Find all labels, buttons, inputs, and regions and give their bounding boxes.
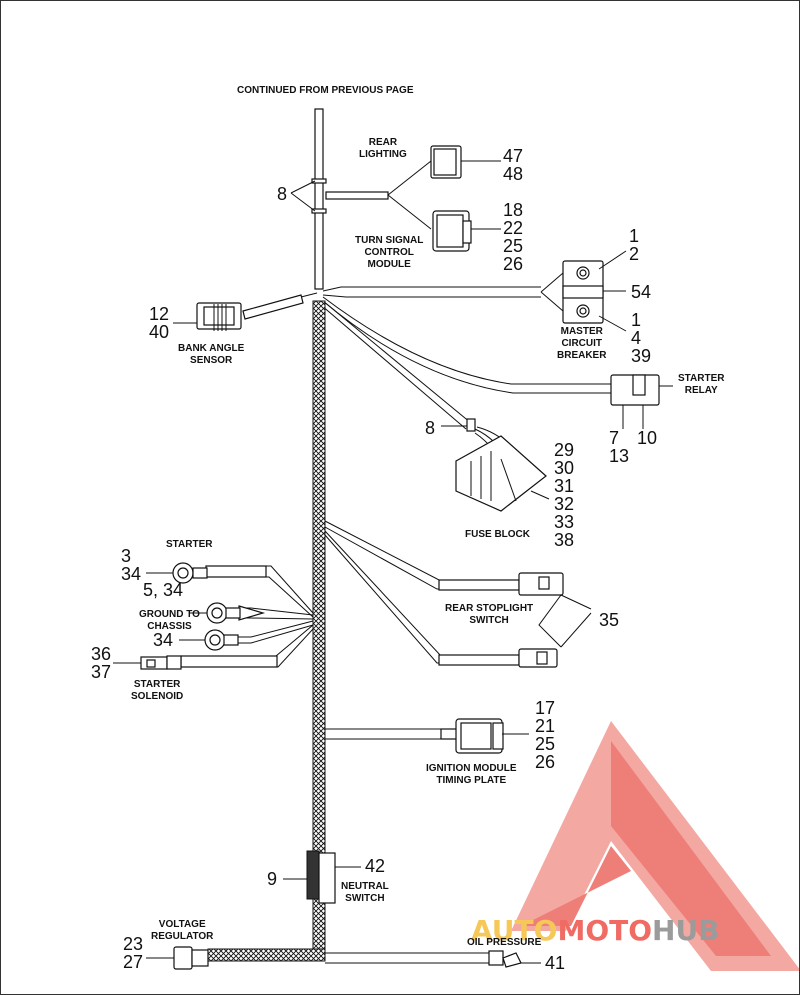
callout-fuse-clip: 8 — [425, 418, 436, 438]
starter-relay-label: STARTER RELAY — [678, 373, 725, 396]
rear-lighting-connector — [430, 145, 501, 179]
rear-stoplight-switch — [518, 572, 564, 668]
callout-ground-1: 5, 34 — [143, 580, 184, 600]
ignition-module-label: IGNITION MODULE TIMING PLATE — [426, 763, 517, 786]
rear-stoplight-switch-label: REAR STOPLIGHT SWITCH — [445, 603, 534, 626]
callout-conduit-top: 8 — [277, 184, 288, 204]
callout-ground-2: 34 — [153, 630, 174, 650]
callout-relay-right: 10 — [637, 428, 658, 448]
callout-stoplight: 35 — [599, 610, 620, 630]
master-circuit-breaker-label: MASTER CIRCUIT BREAKER — [557, 326, 607, 361]
callout-neutral-right: 42 — [365, 856, 386, 876]
bottom-braided-trunk — [207, 948, 326, 962]
callout-breaker-side: 54 — [631, 282, 652, 302]
callout-solenoid: 36 37 — [91, 644, 112, 682]
callout-turn-signal: 18 22 25 26 — [503, 200, 524, 274]
continued-label: CONTINUED FROM PREVIOUS PAGE — [237, 85, 414, 96]
callout-oil-pressure: 41 — [545, 953, 566, 973]
callout-ignition: 17 21 25 26 — [535, 698, 556, 772]
starter-solenoid-label: STARTER SOLENOID — [131, 679, 184, 702]
rear-lighting-label: REAR LIGHTING — [359, 137, 407, 160]
ground-to-chassis-label: GROUND TO CHASSIS — [139, 609, 200, 632]
ground-terminal-1 — [206, 602, 241, 624]
starter-terminal — [172, 562, 208, 584]
ignition-module-connector — [455, 718, 529, 754]
callout-fuse-block: 29 30 31 32 33 38 — [554, 440, 575, 550]
callout-regulator: 23 27 — [123, 934, 144, 972]
turn-signal-label: TURN SIGNAL CONTROL MODULE — [355, 235, 424, 270]
upper-trunk — [311, 108, 327, 290]
neutral-switch — [306, 850, 336, 904]
starter-relay — [610, 374, 673, 429]
callout-rear-lighting: 47 48 — [503, 146, 524, 184]
bank-angle-sensor-label: BANK ANGLE SENSOR — [178, 343, 245, 366]
voltage-regulator-label: VOLTAGE REGULATOR — [151, 919, 214, 942]
fuse-block — [455, 435, 547, 512]
callout-breaker-bottom: 1 4 39 — [631, 310, 652, 366]
turn-signal-connector — [432, 210, 501, 252]
neutral-switch-label: NEUTRAL SWITCH — [341, 881, 389, 904]
callout-neutral-left: 9 — [267, 869, 278, 889]
oil-pressure-label: OIL PRESSURE — [467, 937, 542, 948]
callout-bank-angle: 12 40 — [149, 304, 170, 342]
master-circuit-breaker — [562, 260, 604, 324]
automotohub-logo-text: AUTOMOTOHUB — [471, 914, 720, 947]
automotohub-logo — [511, 721, 799, 971]
callout-breaker-top: 1 2 — [629, 226, 640, 264]
starter-label: STARTER — [166, 539, 213, 550]
starter-solenoid-connector — [140, 655, 182, 670]
bank-angle-sensor — [196, 302, 242, 331]
callout-starter: 3 34 — [121, 546, 142, 584]
ground-terminal-2 — [204, 629, 239, 651]
callout-relay-left: 7 13 — [609, 428, 630, 466]
fuse-block-label: FUSE BLOCK — [465, 529, 530, 540]
voltage-regulator-connector — [173, 946, 209, 970]
